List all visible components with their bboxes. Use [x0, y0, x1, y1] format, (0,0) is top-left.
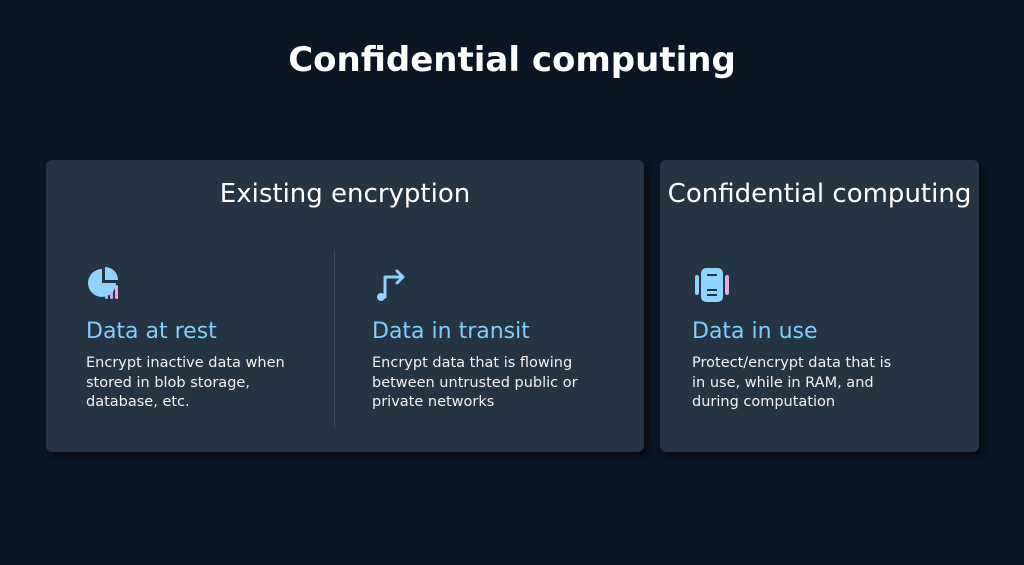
item-title: Data in use	[692, 319, 818, 344]
card-heading: Confidential computing	[667, 179, 972, 209]
divider	[334, 250, 335, 428]
pie-chart-icon	[88, 267, 118, 299]
confidential-computing-card: Confidential computing	[660, 160, 979, 452]
route-arrow-icon	[377, 269, 405, 301]
card-heading: Existing encryption	[219, 179, 471, 209]
data-at-rest: Data at rest Encrypt inactive data when …	[86, 265, 346, 413]
slide-title: Confidential computing	[288, 40, 736, 80]
data-in-use: Data in use Protect/encrypt data that is…	[692, 265, 952, 413]
data-in-transit: Data in transit Encrypt data that is flo…	[372, 265, 632, 413]
item-title: Data in transit	[372, 319, 530, 344]
item-description: Encrypt inactive data when stored in blo…	[86, 355, 285, 410]
item-description: Protect/encrypt data that is in use, whi…	[692, 355, 892, 410]
memory-chip-icon	[695, 268, 729, 302]
item-title: Data at rest	[86, 319, 217, 344]
item-description: Encrypt data that is flowing between unt…	[372, 355, 578, 410]
existing-encryption-card: Existing encryption	[46, 160, 644, 452]
